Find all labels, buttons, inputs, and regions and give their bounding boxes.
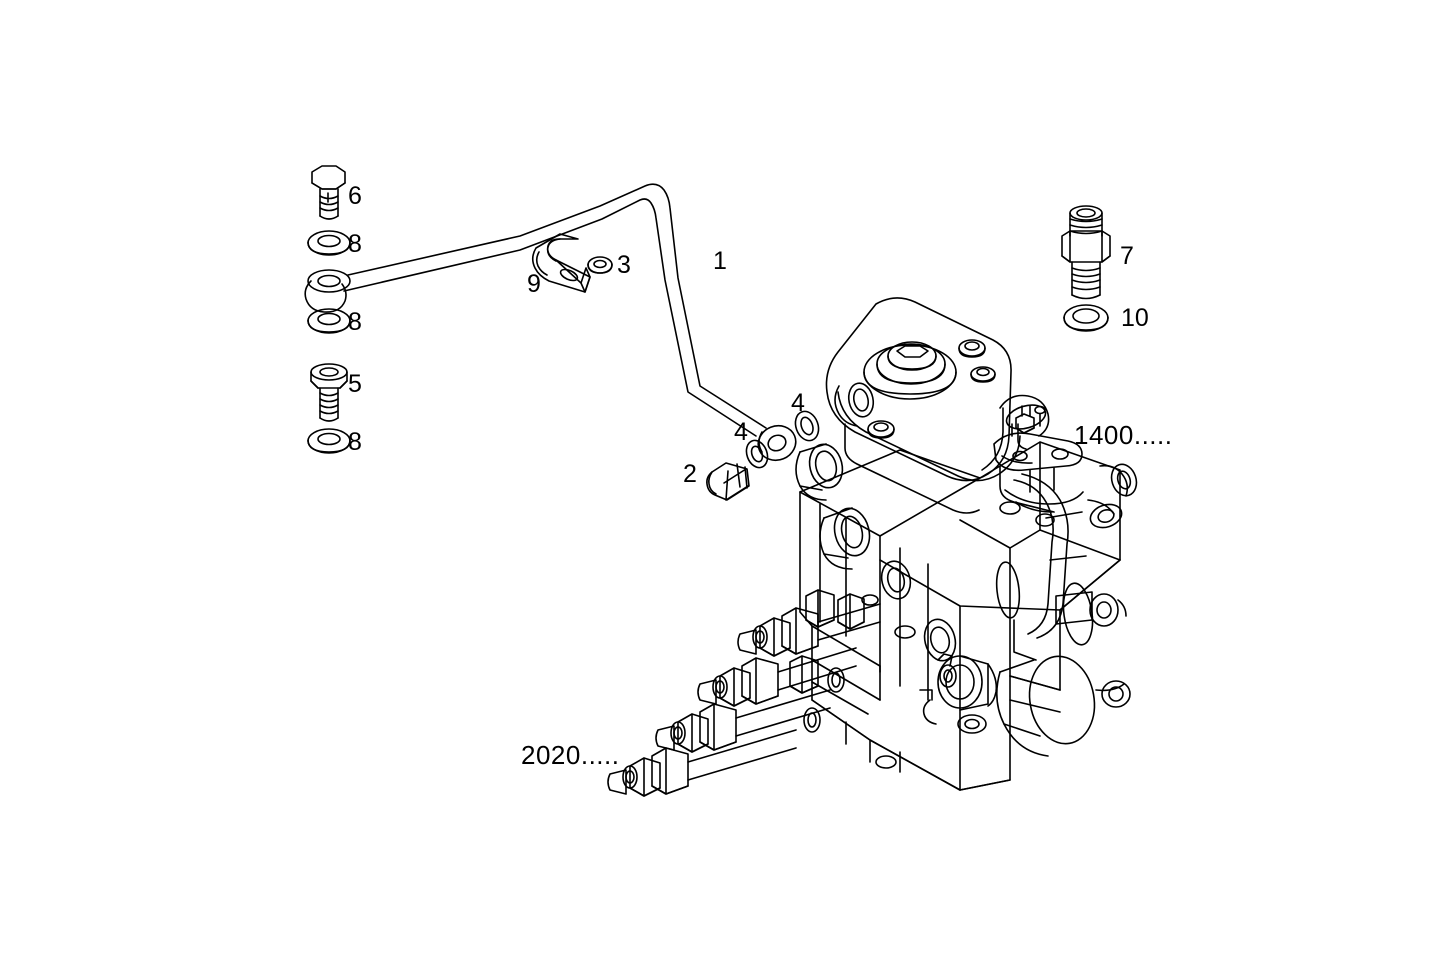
part-10-sealing-ring: [1063, 304, 1109, 332]
injection-pump-assembly: [607, 297, 1138, 797]
pump-control-linkage: [993, 394, 1084, 527]
callout-10-sealing-ring: 10: [1121, 304, 1149, 332]
callout-9-pipe-clamp: 9: [527, 270, 541, 298]
callout-8-sealing-washer-upper: 8: [348, 230, 362, 258]
part-5-hollow-screw: [310, 363, 348, 422]
callout-1-fuel-pipe: 1: [713, 247, 727, 275]
callout-2-banjo-bolt: 2: [683, 460, 697, 488]
injection-line-union-3: [655, 689, 831, 753]
callout-8-sealing-washer-lower: 8: [348, 428, 362, 456]
callout-4-sealing-washer-right: 4: [791, 389, 805, 417]
callout-8-sealing-washer-middle: 8: [348, 308, 362, 336]
part-4-washer-right: [794, 410, 820, 442]
part-8-washer-upper: [307, 230, 351, 256]
callout-7-double-nipple: 7: [1120, 242, 1134, 270]
part-6-banjo-bolt: [311, 165, 346, 220]
reference-1400: 1400.....: [1074, 420, 1173, 450]
injection-line-unions: [607, 589, 881, 797]
part-2-banjo-bolt: [706, 462, 750, 501]
fuel-feed-pump: [919, 653, 1096, 757]
part-1-fuel-pipe: [304, 183, 797, 462]
injection-line-pump-nuts: [789, 589, 865, 733]
pump-main-body: [799, 441, 1121, 791]
pump-governor-housing: [825, 297, 1021, 514]
part-7-double-nipple: [1061, 205, 1111, 300]
part-9-pipe-clamp: [531, 233, 591, 293]
fuel-gallery-pipes: [1013, 473, 1131, 708]
part-8-washer-middle: [307, 308, 351, 334]
reference-2020: 2020.....: [521, 740, 620, 770]
pump-upper-right-fittings: [1055, 463, 1138, 627]
callout-6-banjo-bolt: 6: [348, 182, 362, 210]
injection-line-union-1: [737, 603, 881, 657]
callout-5-hollow-screw: 5: [348, 370, 362, 398]
callout-4-sealing-washer-left: 4: [734, 418, 748, 446]
injection-line-union-4: [607, 729, 797, 797]
pump-delivery-ports: [795, 443, 957, 662]
part-8-washer-lower: [307, 428, 351, 454]
callout-3-grommet: 3: [617, 251, 631, 279]
pump-bottom-face: [811, 699, 1011, 791]
part-3-grommet: [587, 256, 613, 274]
part-4-washer-left: [745, 439, 769, 469]
